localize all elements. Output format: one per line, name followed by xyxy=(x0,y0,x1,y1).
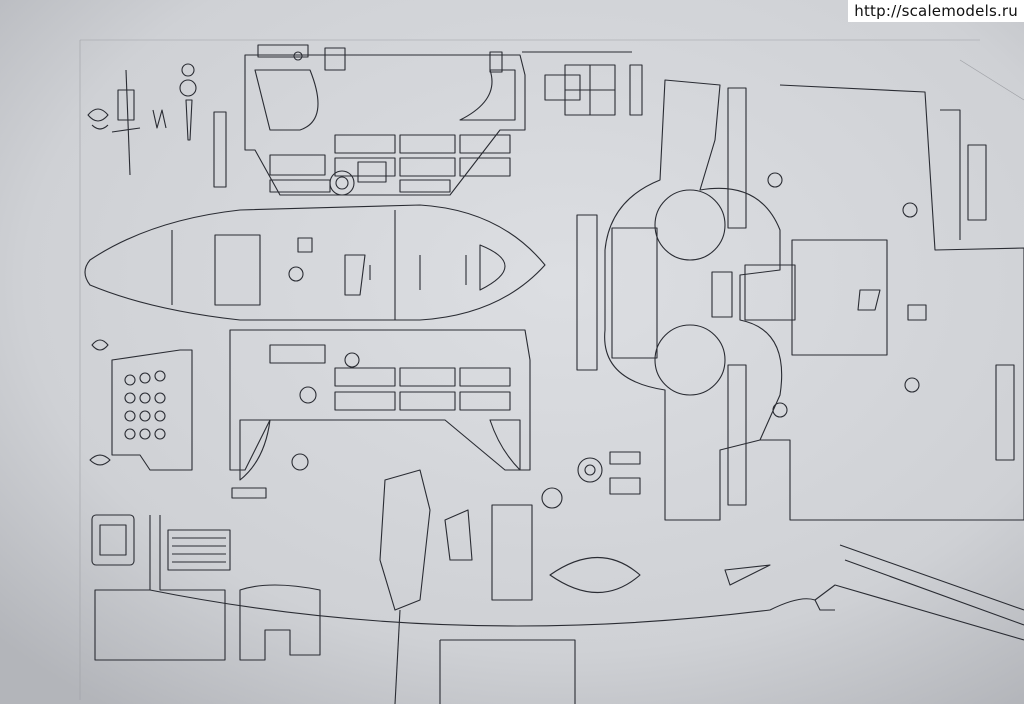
guide-lines xyxy=(79,39,1024,700)
watermark-label: http://scalemodels.ru xyxy=(848,0,1024,22)
lower-contour xyxy=(149,584,1024,704)
parts-group-top-right xyxy=(544,64,643,116)
fuselage-frame-top xyxy=(244,44,632,196)
parts-group-left-small xyxy=(87,63,227,188)
wing-main-plate xyxy=(576,79,1024,626)
parts-group-bottom-left xyxy=(91,514,321,661)
parts-group-bottom-center xyxy=(379,451,771,704)
floor-plate xyxy=(84,204,546,321)
fuselage-frame-bottom xyxy=(229,329,531,499)
instrument-panel xyxy=(89,339,193,471)
